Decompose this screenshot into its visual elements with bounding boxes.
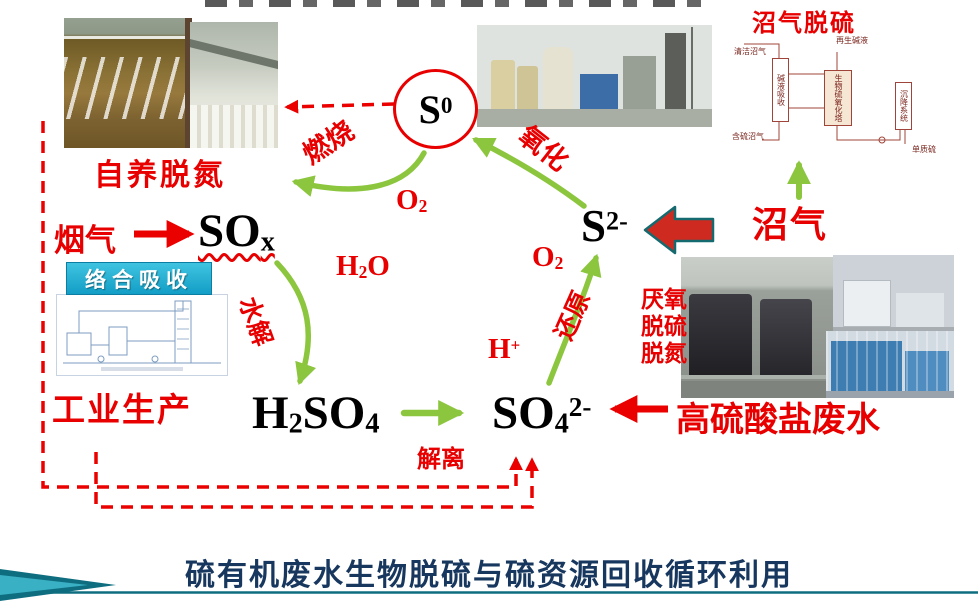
sox-main: SO [198, 205, 261, 257]
h2o-m1: H [336, 250, 359, 282]
photo-detail [491, 59, 515, 109]
mini-box-alkali-absorption: 碱液吸收 [772, 58, 789, 122]
label-anaerobic: 厌氧 脱硫 脱氮 [641, 286, 687, 367]
photo-detail [681, 381, 833, 398]
mini-diagram-lines [744, 43, 906, 144]
label-industrial-production: 工业生产 [52, 391, 192, 428]
label-anaerobic-line1: 厌氧 [641, 286, 687, 312]
s0-sup: 0 [440, 92, 453, 119]
s2-main: S [581, 201, 607, 251]
mini-box-bio-sulfur-tower: 生物硫氧化塔 [824, 70, 852, 126]
photo-detail [516, 65, 539, 109]
complex-absorption-sketch [56, 294, 228, 376]
photo-blue-cooling-towers [826, 331, 954, 398]
label-h2o: H2O [336, 250, 390, 283]
sox-sub: x [260, 226, 275, 258]
so4-m1: SO [492, 387, 555, 439]
photo-detail [826, 391, 954, 398]
dashed-return-industry-to-so4 [94, 452, 539, 509]
node-s0: S0 [419, 86, 453, 133]
label-reduction: 还原 [549, 287, 596, 345]
photo-detail [681, 375, 833, 380]
photo-detail [64, 36, 192, 40]
arrow-sox-to-h2so4 [274, 260, 317, 386]
label-high-sulfate-wastewater: 高硫酸盐废水 [676, 401, 880, 439]
node-h2so4: H2SO4 [252, 386, 379, 440]
label-o2-right: O2 [532, 241, 563, 274]
node-so4: SO42- [492, 386, 592, 440]
photo-desulfurization-plant [477, 25, 712, 127]
label-biogas: 沼气 [752, 204, 829, 245]
photo-detail [64, 57, 192, 120]
photo-detail [542, 47, 574, 109]
mini-label-sulfur-biogas: 含硫沼气 [732, 132, 764, 141]
s0-main: S [418, 86, 441, 132]
label-biogas-desulfurization-title: 沼气脱硫 [752, 10, 856, 37]
photo-detail [688, 293, 753, 376]
photo-anaerobic-tanks [681, 257, 833, 398]
photo-detail [690, 27, 693, 109]
o2r-sub: 2 [554, 252, 564, 273]
so4-sub1: 4 [554, 408, 569, 440]
h2so4-m1: H [252, 387, 289, 439]
dashed-arrow-s0-to-photo [284, 99, 395, 114]
label-combustion: 燃烧 [297, 115, 360, 170]
photo-detail [826, 331, 954, 398]
o2r-main: O [532, 241, 555, 273]
photo-detail [477, 108, 712, 127]
label-anaerobic-line2: 脱硫 [641, 313, 687, 339]
label-h-plus: H+ [488, 333, 520, 366]
h2so4-sub1: 2 [288, 408, 303, 440]
mini-box-settling-system: 沉降系统 [895, 82, 912, 130]
h2o-sub1: 2 [358, 261, 368, 282]
o2l-sub: 2 [418, 195, 428, 216]
photo-detail [842, 280, 891, 328]
photo-detail [580, 73, 618, 109]
photo-detail [185, 18, 192, 148]
h2so4-m2: SO [302, 387, 366, 439]
o2l-main: O [396, 184, 419, 216]
sketch-lines [63, 300, 221, 371]
photo-detail [190, 37, 278, 71]
s2-sup: 2- [606, 206, 628, 236]
complex-absorption-box: 络合吸收 [66, 262, 212, 295]
big-arrow-biogas-to-s2 [643, 205, 715, 255]
hplus-sup: + [510, 335, 521, 355]
mini-label-regen-alkali: 再生碱液 [836, 36, 868, 45]
hplus-main: H [488, 333, 511, 365]
node-s2: S2- [581, 200, 628, 252]
h2so4-sub2: 4 [365, 408, 380, 440]
photo-detail [190, 105, 278, 148]
label-hydrolysis: 水解 [233, 293, 277, 350]
slide-footer-title: 硫有机废水生物脱硫与硫资源回收循环利用 [185, 559, 793, 592]
label-o2-left: O2 [396, 184, 427, 217]
cropped-top-title [205, 0, 710, 7]
label-flue-gas: 烟气 [54, 223, 116, 258]
mini-label-elemental-sulfur: 单质硫 [912, 145, 936, 154]
node-sox: SOx [198, 204, 275, 258]
photo-aeration-tank-2 [190, 22, 278, 148]
node-s0-circle: S0 [393, 69, 478, 149]
photo-plant-buildings [833, 255, 954, 337]
biogas-desulfurization-diagram: 碱液吸收 生物硫氧化塔 沉降系统 清洁沼气 再生碱液 含硫沼气 单质硫 [732, 30, 954, 160]
photo-detail [831, 341, 902, 392]
h2o-m2: O [367, 250, 390, 282]
photo-detail [760, 299, 812, 376]
photo-aeration-tank [64, 18, 192, 148]
photo-detail [665, 33, 687, 109]
label-anaerobic-line3: 脱氮 [641, 340, 687, 366]
sox-wavy-underline: SOx [198, 205, 275, 257]
mini-label-clean-biogas: 清洁沼气 [734, 47, 766, 56]
label-autotrophic-denitrification: 自养脱氮 [94, 159, 226, 192]
photo-detail [905, 351, 949, 392]
label-dissociation: 解离 [417, 446, 465, 473]
photo-detail [622, 55, 656, 109]
photo-detail [895, 292, 945, 328]
so4-sup1: 2- [568, 392, 592, 423]
